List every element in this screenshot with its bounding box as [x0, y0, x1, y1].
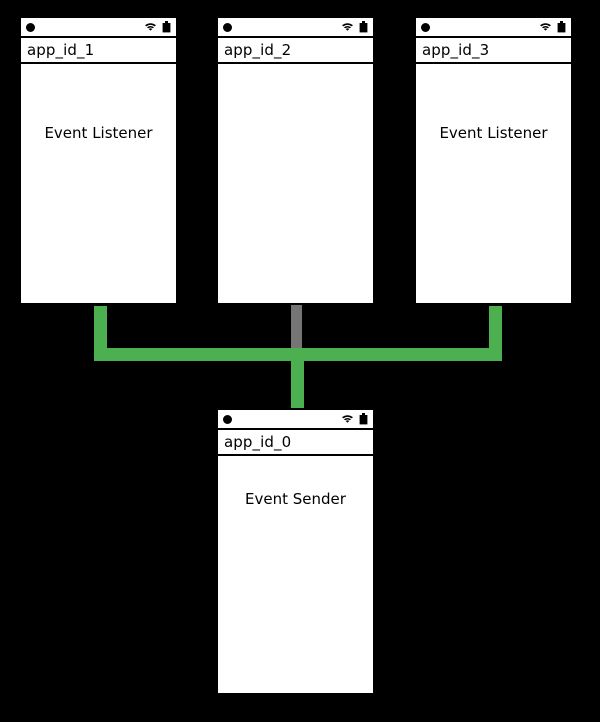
titlebar-app-id-2: app_id_2	[218, 38, 373, 64]
titlebar-app-id-0: app_id_0	[218, 430, 373, 456]
device-title: app_id_2	[224, 40, 292, 59]
wifi-icon	[341, 22, 354, 32]
screen-app-id-0: Event Sender	[218, 456, 373, 693]
device-app-id-3[interactable]: app_id_3 Event Listener	[414, 16, 573, 305]
statusbar-app-id-0	[218, 410, 373, 430]
camera-dot-icon	[223, 22, 232, 32]
screen-app-id-1: Event Listener	[21, 64, 176, 303]
device-app-id-1[interactable]: app_id_1 Event Listener	[19, 16, 178, 305]
wifi-icon	[539, 22, 552, 32]
camera-dot-icon	[223, 414, 232, 424]
statusbar-indicators	[144, 21, 171, 33]
connector-middle-device-stub	[291, 305, 302, 349]
battery-icon	[162, 21, 171, 33]
device-app-id-0[interactable]: app_id_0 Event Sender	[216, 408, 375, 695]
statusbar-app-id-1	[21, 18, 176, 38]
device-role-label: Event Listener	[44, 124, 153, 142]
wifi-icon	[341, 414, 354, 424]
camera-dot-icon	[26, 22, 35, 32]
connector-sender-riser	[291, 348, 304, 408]
screen-app-id-3: Event Listener	[416, 64, 571, 303]
battery-icon	[359, 413, 368, 425]
battery-icon	[557, 21, 566, 33]
statusbar-app-id-3	[416, 18, 571, 38]
device-title: app_id_0	[224, 432, 292, 451]
statusbar-app-id-2	[218, 18, 373, 38]
statusbar-indicators	[539, 21, 566, 33]
device-title: app_id_1	[27, 40, 95, 59]
connector-right-listener-drop	[489, 306, 502, 361]
device-title: app_id_3	[422, 40, 490, 59]
statusbar-indicators	[341, 21, 368, 33]
device-role-label: Event Listener	[439, 124, 548, 142]
screen-app-id-2	[218, 64, 373, 303]
camera-dot-icon	[421, 22, 430, 32]
titlebar-app-id-3: app_id_3	[416, 38, 571, 64]
device-app-id-2[interactable]: app_id_2	[216, 16, 375, 305]
statusbar-indicators	[341, 413, 368, 425]
battery-icon	[359, 21, 368, 33]
device-role-label: Event Sender	[245, 490, 346, 508]
titlebar-app-id-1: app_id_1	[21, 38, 176, 64]
wifi-icon	[144, 22, 157, 32]
connector-left-listener-drop	[94, 306, 107, 361]
